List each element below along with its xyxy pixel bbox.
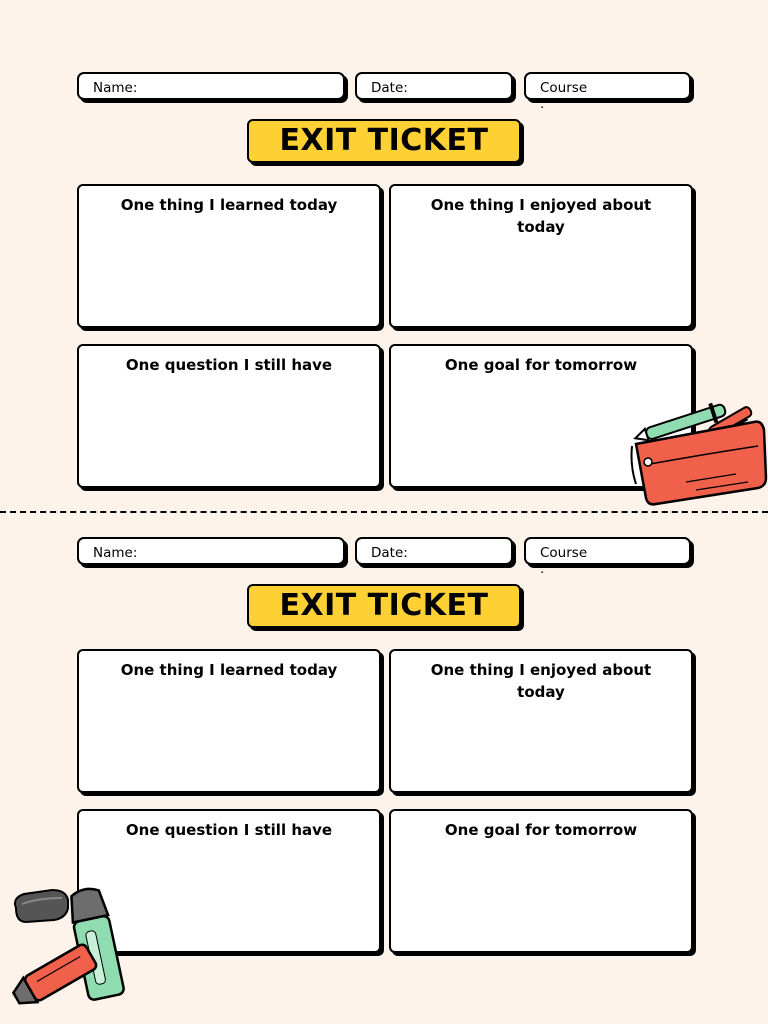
learned-prompt: One thing I learned today [120,196,338,214]
question-box[interactable]: One question I still have [77,344,381,488]
ticket-title: EXIT TICKET [247,584,521,628]
markers-and-eraser-icon [11,887,125,1005]
goal-prompt: One goal for tomorrow [444,356,638,374]
question-prompt: One question I still have [125,356,333,374]
date-label: Date: [371,545,408,561]
course-label: Course [540,80,588,96]
enjoyed-box[interactable]: One thing I enjoyed about today [389,184,693,328]
name-label: Name: [93,80,138,96]
date-field[interactable]: Date: [355,537,513,565]
enjoyed-prompt: One thing I enjoyed about today [430,196,652,236]
name-field[interactable]: Name: [77,537,345,565]
exit-ticket-top: Name: Date: Course : EXIT TICKET One thi… [0,0,768,488]
course-label: Course [540,545,588,561]
pencil-pouch-icon [630,402,768,506]
question-box[interactable]: One question I still have [77,809,381,953]
course-field[interactable]: Course [524,537,691,565]
cut-line [0,511,768,513]
ticket-title: EXIT TICKET [247,119,521,163]
learned-box[interactable]: One thing I learned today [77,184,381,328]
course-field[interactable]: Course [524,72,691,100]
course-colon: : [540,97,545,112]
exit-ticket-bottom: Name: Date: Course : EXIT TICKET One thi… [0,465,768,953]
enjoyed-prompt: One thing I enjoyed about today [430,661,652,701]
date-label: Date: [371,80,408,96]
course-colon: : [540,562,545,577]
learned-prompt: One thing I learned today [120,661,338,679]
learned-box[interactable]: One thing I learned today [77,649,381,793]
enjoyed-box[interactable]: One thing I enjoyed about today [389,649,693,793]
name-field[interactable]: Name: [77,72,345,100]
date-field[interactable]: Date: [355,72,513,100]
goal-prompt: One goal for tomorrow [444,821,638,839]
question-prompt: One question I still have [125,821,333,839]
name-label: Name: [93,545,138,561]
goal-box[interactable]: One goal for tomorrow [389,809,693,953]
